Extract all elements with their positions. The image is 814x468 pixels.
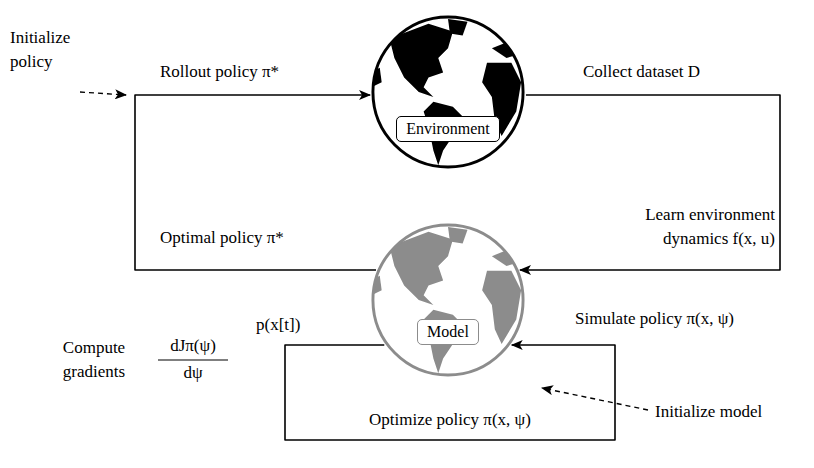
annotation-label: Optimal policy π* — [160, 226, 330, 250]
flow-connector — [135, 95, 376, 270]
annotation-label: dψ — [150, 361, 236, 385]
annotation-label: p(x[t]) — [256, 313, 346, 337]
globe-node: Model — [370, 222, 526, 378]
land-mass — [448, 19, 468, 36]
dashed-arrow — [542, 388, 648, 410]
land-mass — [448, 227, 468, 244]
globe-illustration — [370, 222, 526, 378]
dashed-arrow — [80, 92, 126, 95]
node-title: Model — [417, 319, 479, 344]
globe-sea — [373, 225, 523, 375]
fraction-bar — [158, 359, 228, 360]
globe-outline — [373, 225, 523, 375]
annotation-label: Simulate policy π(x, ψ) — [575, 307, 795, 331]
globe-illustration — [370, 14, 526, 170]
annotation-label: Initialize policy — [10, 26, 105, 74]
globe-node: Environment — [370, 14, 526, 170]
node-title: Environment — [396, 116, 500, 141]
annotation-label: Optimize policy π(x, ψ) — [290, 408, 610, 432]
annotation-label: Learn environment dynamics f(x, u) — [600, 203, 775, 251]
annotation-label: Compute gradients — [46, 336, 142, 384]
annotation-label: Initialize model — [655, 400, 805, 424]
globe-outline — [373, 17, 523, 167]
annotation-label: dJπ(ψ) — [150, 334, 236, 358]
flow-connector — [520, 95, 780, 270]
globe-sea — [373, 17, 523, 167]
annotation-label: Rollout policy π* — [160, 60, 330, 84]
annotation-label: Collect dataset D — [583, 60, 763, 84]
